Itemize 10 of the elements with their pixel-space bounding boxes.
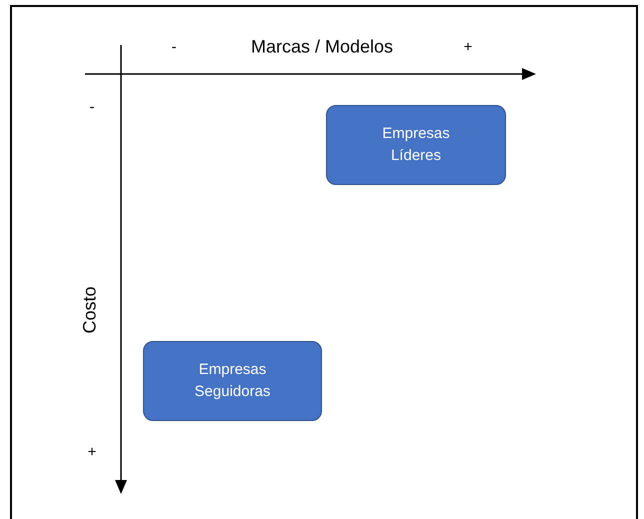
- box-text: Empresas Líderes: [381, 124, 451, 166]
- axis-label: Marcas / Modelos: [250, 36, 394, 58]
- company-box: [143, 341, 322, 421]
- box-text: Empresas Seguidoras: [194, 360, 272, 402]
- axis-label: Costo: [80, 286, 100, 334]
- company-box: [326, 105, 506, 185]
- axis-sign: +: [464, 38, 472, 56]
- axis-sign: +: [88, 444, 96, 460]
- axis-sign: -: [90, 98, 94, 116]
- axis-sign: -: [172, 38, 176, 56]
